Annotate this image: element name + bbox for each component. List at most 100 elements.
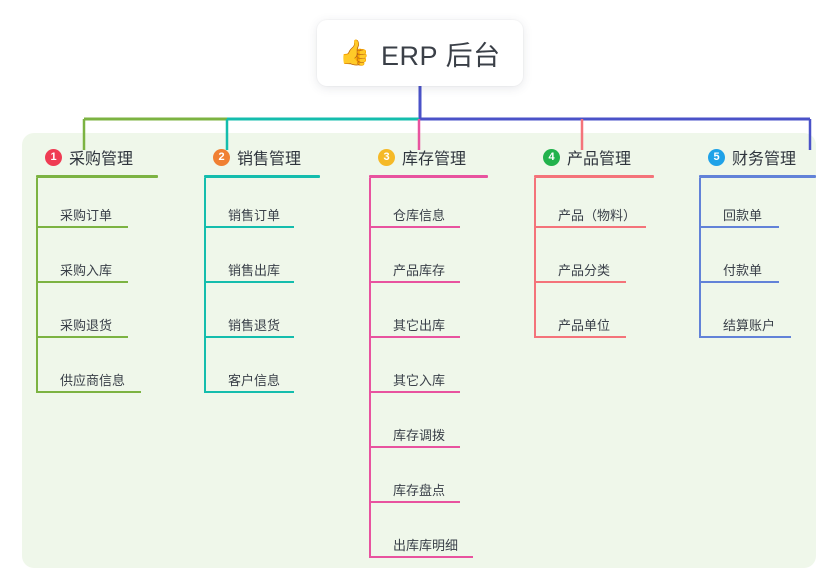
leaf-label: 付款单 xyxy=(723,263,763,278)
leaf-item[interactable]: 仓库信息 xyxy=(369,178,488,233)
leaf-underline xyxy=(204,391,294,393)
leaf-item[interactable]: 出库库明细 xyxy=(369,508,488,563)
leaf-item[interactable]: 采购退货 xyxy=(36,288,158,343)
column-badge-3: 3 xyxy=(378,148,395,166)
column-3: 3 库存管理仓库信息产品库存其它出库其它入库库存调拨库存盘点出库库明细 xyxy=(369,145,488,563)
leaf-item[interactable]: 销售订单 xyxy=(204,178,320,233)
leaf-label: 出库库明细 xyxy=(393,538,459,553)
leaf-label: 产品库存 xyxy=(393,263,446,278)
leaf-label: 产品单位 xyxy=(558,318,611,333)
leaf-item[interactable]: 客户信息 xyxy=(204,343,320,398)
leaf-underline xyxy=(369,281,460,283)
leaf-item[interactable]: 其它入库 xyxy=(369,343,488,398)
column-header-3[interactable]: 3 库存管理 xyxy=(369,145,488,169)
column-title-5: 财务管理 xyxy=(732,151,797,168)
leaf-label: 回款单 xyxy=(723,208,763,223)
column-underline-5 xyxy=(699,175,816,178)
leaf-label: 库存调拨 xyxy=(393,428,446,443)
leaf-item[interactable]: 产品单位 xyxy=(534,288,654,343)
leaf-item[interactable]: 回款单 xyxy=(699,178,816,233)
leaf-item[interactable]: 付款单 xyxy=(699,233,816,288)
column-badge-5: 5 xyxy=(708,148,725,166)
leaf-item[interactable]: 结算账户 xyxy=(699,288,816,343)
leaf-item[interactable]: 采购订单 xyxy=(36,178,158,233)
column-1: 1 采购管理采购订单采购入库采购退货供应商信息 xyxy=(36,145,158,398)
leaf-underline xyxy=(36,336,128,338)
leaf-underline xyxy=(369,336,460,338)
leaf-label: 采购入库 xyxy=(60,263,113,278)
column-title-2: 销售管理 xyxy=(237,151,302,168)
leaf-underline xyxy=(699,281,779,283)
leaf-label: 仓库信息 xyxy=(393,208,446,223)
leaf-underline xyxy=(534,226,646,228)
branch-1: 采购订单采购入库采购退货供应商信息 xyxy=(36,178,158,398)
column-underline-3 xyxy=(369,175,488,178)
column-title-3: 库存管理 xyxy=(402,151,467,168)
leaf-item[interactable]: 库存调拨 xyxy=(369,398,488,453)
column-underline-1 xyxy=(36,175,158,178)
leaf-underline xyxy=(369,501,460,503)
branch-trunk-3 xyxy=(369,178,371,558)
branch-trunk-4 xyxy=(534,178,536,338)
leaf-underline xyxy=(699,336,791,338)
leaf-label: 销售出库 xyxy=(228,263,281,278)
column-header-1[interactable]: 1 采购管理 xyxy=(36,145,158,169)
leaf-underline xyxy=(204,336,294,338)
branch-2: 销售订单销售出库销售退货客户信息 xyxy=(204,178,320,398)
leaf-item[interactable]: 产品分类 xyxy=(534,233,654,288)
leaf-item[interactable]: 产品库存 xyxy=(369,233,488,288)
column-badge-4: 4 xyxy=(543,148,560,166)
leaf-underline xyxy=(36,226,128,228)
leaf-label: 其它出库 xyxy=(393,318,446,333)
column-2: 2 销售管理销售订单销售出库销售退货客户信息 xyxy=(204,145,320,398)
leaf-label: 库存盘点 xyxy=(393,483,446,498)
column-underline-4 xyxy=(534,175,654,178)
leaf-underline xyxy=(699,226,779,228)
thumbs-up-icon: 👍 xyxy=(339,38,372,67)
leaf-label: 采购订单 xyxy=(60,208,113,223)
column-header-5[interactable]: 5 财务管理 xyxy=(699,145,816,169)
column-badge-2: 2 xyxy=(213,148,230,166)
leaf-underline xyxy=(534,281,626,283)
branch-trunk-5 xyxy=(699,178,701,338)
branch-trunk-1 xyxy=(36,178,38,393)
column-badge-1: 1 xyxy=(45,148,62,166)
leaf-label: 结算账户 xyxy=(723,318,776,333)
leaf-item[interactable]: 库存盘点 xyxy=(369,453,488,508)
leaf-underline xyxy=(204,226,294,228)
leaf-label: 产品分类 xyxy=(558,263,611,278)
column-header-2[interactable]: 2 销售管理 xyxy=(204,145,320,169)
leaf-label: 其它入库 xyxy=(393,373,446,388)
leaf-underline xyxy=(36,391,141,393)
leaf-label: 销售订单 xyxy=(228,208,281,223)
branch-trunk-2 xyxy=(204,178,206,393)
leaf-underline xyxy=(369,556,473,558)
leaf-item[interactable]: 其它出库 xyxy=(369,288,488,343)
root-node[interactable]: 👍 ERP 后台 xyxy=(317,20,523,86)
root-title: 👍 ERP 后台 xyxy=(339,34,500,73)
column-5: 5 财务管理回款单付款单结算账户 xyxy=(699,145,816,343)
leaf-underline xyxy=(36,281,128,283)
leaf-label: 客户信息 xyxy=(228,373,281,388)
leaf-underline xyxy=(369,391,460,393)
branch-4: 产品（物料） 产品分类产品单位 xyxy=(534,178,654,343)
leaf-underline xyxy=(369,226,460,228)
branch-3: 仓库信息产品库存其它出库其它入库库存调拨库存盘点出库库明细 xyxy=(369,178,488,563)
leaf-label: 产品（物料） xyxy=(558,208,637,223)
leaf-item[interactable]: 销售退货 xyxy=(204,288,320,343)
leaf-item[interactable]: 销售出库 xyxy=(204,233,320,288)
leaf-label: 采购退货 xyxy=(60,318,113,333)
leaf-item[interactable]: 供应商信息 xyxy=(36,343,158,398)
leaf-label: 供应商信息 xyxy=(60,373,126,388)
leaf-underline xyxy=(204,281,294,283)
branch-5: 回款单付款单结算账户 xyxy=(699,178,816,343)
leaf-item[interactable]: 采购入库 xyxy=(36,233,158,288)
leaf-underline xyxy=(369,446,460,448)
diagram-panel xyxy=(22,133,816,568)
column-title-1: 采购管理 xyxy=(69,151,134,168)
leaf-item[interactable]: 产品（物料） xyxy=(534,178,654,233)
